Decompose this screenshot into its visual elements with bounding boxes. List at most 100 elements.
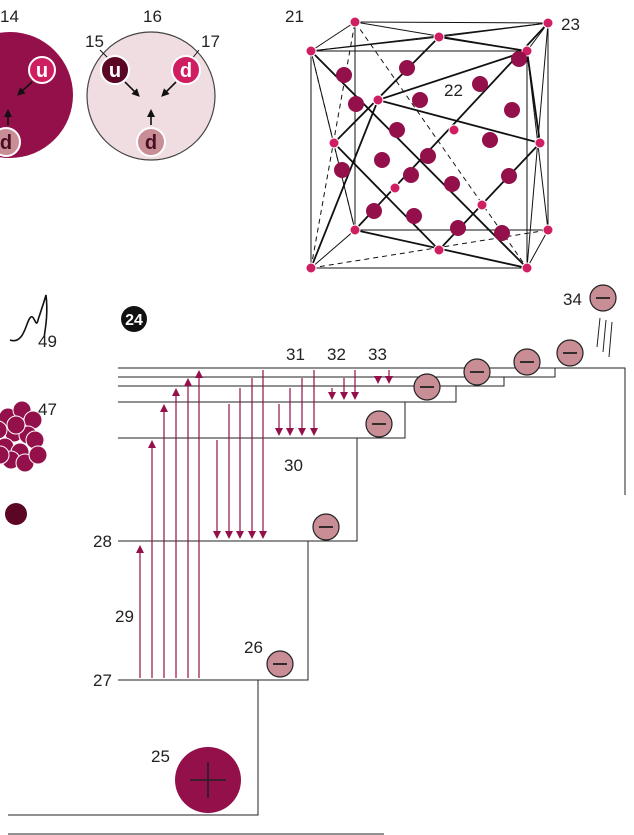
particle-icon xyxy=(5,503,27,525)
arrowhead-icon xyxy=(259,531,267,539)
lattice-node-icon xyxy=(349,16,361,28)
lattice-node-icon xyxy=(542,224,554,236)
arrowhead-icon xyxy=(328,392,336,400)
lattice-atom-icon xyxy=(444,176,460,192)
proton-diagram: 14 u d xyxy=(0,7,73,158)
label-23: 23 xyxy=(561,15,580,34)
arrowhead-icon xyxy=(374,376,382,384)
label-24: 24 xyxy=(125,312,143,329)
arrowhead-icon xyxy=(225,531,233,539)
arrowhead-icon xyxy=(248,531,256,539)
arrowhead-icon xyxy=(310,428,318,436)
up-quark-icon xyxy=(28,56,56,84)
lattice-atom-icon xyxy=(450,220,466,236)
lattice-bond xyxy=(526,50,541,144)
up-quark-symbol: u xyxy=(36,60,48,82)
emission-line xyxy=(608,321,613,358)
label-26: 26 xyxy=(244,638,263,657)
down-quark-symbol: d xyxy=(180,60,192,82)
arrowhead-icon xyxy=(184,378,192,386)
nucleus-cluster-icon xyxy=(0,400,48,473)
label-28: 28 xyxy=(93,532,112,551)
label-31: 31 xyxy=(286,345,305,364)
lattice-bond xyxy=(377,50,528,101)
lattice-node-icon xyxy=(448,124,460,136)
face-diagonal xyxy=(310,21,356,269)
lattice-atom-icon xyxy=(420,148,436,164)
down-quark-icon xyxy=(171,55,201,85)
arrow-icon xyxy=(124,81,140,97)
lattice-atom-icon xyxy=(472,76,488,92)
nucleon-icon xyxy=(0,420,8,440)
lattice-atom-icon xyxy=(494,225,510,241)
lattice-atom-icon xyxy=(336,67,352,83)
arrowhead-icon xyxy=(275,428,283,436)
arrowhead-icon xyxy=(136,545,144,553)
lattice-node-icon xyxy=(433,31,445,43)
up-quark-icon xyxy=(100,55,130,85)
electrons xyxy=(266,284,617,678)
level-4 xyxy=(118,437,358,542)
face-diagonal xyxy=(310,229,549,269)
arrowhead-icon xyxy=(340,392,348,400)
lattice-bond xyxy=(310,99,379,269)
lattice-node-icon xyxy=(534,137,546,149)
arrowhead-icon xyxy=(286,428,294,436)
arrowhead-icon xyxy=(385,376,393,384)
label-22: 22 xyxy=(444,81,463,100)
photon-icon xyxy=(9,294,48,342)
arrowhead-icon xyxy=(160,404,168,412)
lattice-atom-icon xyxy=(366,203,382,219)
lattice-atom-icon xyxy=(374,152,390,168)
arrowhead-icon xyxy=(298,428,306,436)
lattice-node-icon xyxy=(328,137,340,149)
level-27 xyxy=(8,679,259,816)
label-32: 32 xyxy=(327,345,346,364)
lattice-atom-icon xyxy=(403,167,419,183)
proton-circle xyxy=(0,32,73,158)
level-6 xyxy=(118,385,457,403)
cube-edge xyxy=(354,21,549,24)
lattice-atom-icon xyxy=(348,96,364,112)
figure-number-badge xyxy=(121,306,147,332)
label-47: 47 xyxy=(38,400,57,419)
nucleon-icon xyxy=(28,445,48,465)
arrowhead-icon xyxy=(148,440,156,448)
level-continuum xyxy=(555,367,626,495)
level-8 xyxy=(118,367,556,378)
label-16: 16 xyxy=(143,7,162,26)
transition-arrows xyxy=(136,370,393,678)
lattice-node-icon xyxy=(521,262,533,274)
lattice-atom-icon xyxy=(399,60,415,76)
down-quark-symbol: d xyxy=(0,132,12,154)
lattice-bond xyxy=(377,99,541,144)
lattice-node-icon xyxy=(389,182,401,194)
cube-edge xyxy=(310,21,356,52)
lattice-atom-icon xyxy=(482,132,498,148)
lattice-bond xyxy=(333,36,440,144)
label-33: 33 xyxy=(368,345,387,364)
label-29: 29 xyxy=(115,607,134,626)
label-25: 25 xyxy=(151,747,170,766)
label-34: 34 xyxy=(563,290,582,309)
label-15: 15 xyxy=(85,32,104,51)
lattice-node-icon xyxy=(542,17,554,29)
down-quark-icon xyxy=(136,127,166,157)
label-17: 17 xyxy=(201,32,220,51)
lattice-atom-icon xyxy=(406,208,422,224)
quark-composite-diagram: 16 15 17 u d d xyxy=(85,7,220,161)
label-49: 49 xyxy=(38,332,57,351)
label-27: 27 xyxy=(93,671,112,690)
lattice-atom-icon xyxy=(501,168,517,184)
arrowhead-icon xyxy=(351,392,359,400)
lattice-node-icon xyxy=(349,224,361,236)
label-30: 30 xyxy=(284,456,303,475)
energy-levels xyxy=(8,367,626,835)
lattice-atom-icon xyxy=(389,122,405,138)
lattice-atoms xyxy=(305,16,554,274)
nucleon-icon xyxy=(6,415,26,435)
arrowhead-icon xyxy=(213,531,221,539)
lattice-node-icon xyxy=(305,45,317,57)
lattice-node-icon xyxy=(476,199,488,211)
